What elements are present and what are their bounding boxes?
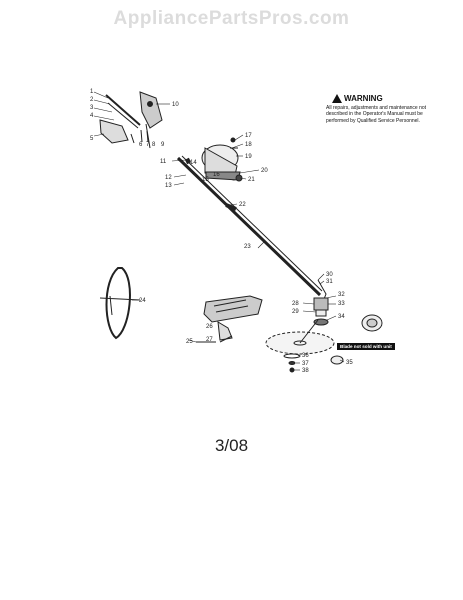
callout-27: 27 xyxy=(206,337,213,343)
callout-24: 24 xyxy=(139,298,146,304)
callout-36: 36 xyxy=(302,353,309,359)
callout-9: 9 xyxy=(161,142,165,148)
callout-17: 17 xyxy=(245,133,252,139)
warning-text: All repairs, adjustments and maintenance… xyxy=(326,105,427,124)
engine-housing xyxy=(201,137,243,182)
guard-assembly xyxy=(196,295,263,343)
callout-10: 10 xyxy=(172,102,179,108)
callout-6: 6 xyxy=(139,142,143,148)
callout-38: 38 xyxy=(302,368,309,374)
callout-16: 16 xyxy=(213,172,220,178)
callout-22: 22 xyxy=(239,202,246,208)
callout-28: 28 xyxy=(292,301,299,307)
callout-1: 1 xyxy=(90,89,94,95)
callout-32: 32 xyxy=(338,292,345,298)
site-watermark: AppliancePartsPros.com xyxy=(113,8,350,29)
callout-25: 25 xyxy=(186,339,193,345)
callout-19: 19 xyxy=(245,154,252,160)
callout-7: 7 xyxy=(146,142,150,148)
callout-31: 31 xyxy=(326,279,333,285)
callout-15: 15 xyxy=(202,177,209,183)
callout-35: 35 xyxy=(346,360,353,366)
warning-triangle-icon xyxy=(332,94,342,103)
callout-11: 11 xyxy=(160,159,167,165)
callout-5: 5 xyxy=(90,136,94,142)
callout-3: 3 xyxy=(90,105,94,111)
cutting-head-assembly xyxy=(265,279,383,373)
callout-21: 21 xyxy=(248,177,255,183)
warning-title: WARNING xyxy=(344,94,383,103)
drive-shaft xyxy=(176,155,323,297)
callout-4: 4 xyxy=(90,113,94,119)
warning-notice: WARNING All repairs, adjustments and mai… xyxy=(326,94,436,124)
callout-18: 18 xyxy=(245,142,252,148)
callout-26: 26 xyxy=(206,324,213,330)
callout-33: 33 xyxy=(338,301,345,307)
handle-assembly xyxy=(99,91,163,149)
page-number: 3/08 xyxy=(214,436,249,455)
callout-14: 14 xyxy=(190,160,197,166)
callout-13: 13 xyxy=(165,183,172,189)
callout-30: 30 xyxy=(326,272,333,278)
callout-34: 34 xyxy=(338,314,345,320)
leader-lines xyxy=(93,91,345,371)
callout-37: 37 xyxy=(302,361,309,367)
callout-8: 8 xyxy=(152,142,156,148)
loop-handle xyxy=(99,267,141,340)
callout-20: 20 xyxy=(261,168,268,174)
callout-2: 2 xyxy=(90,97,94,103)
blade-note: Blade not sold with unit xyxy=(337,343,395,350)
callout-29: 29 xyxy=(292,309,299,315)
callout-23: 23 xyxy=(244,244,251,250)
callout-12: 12 xyxy=(165,175,172,181)
